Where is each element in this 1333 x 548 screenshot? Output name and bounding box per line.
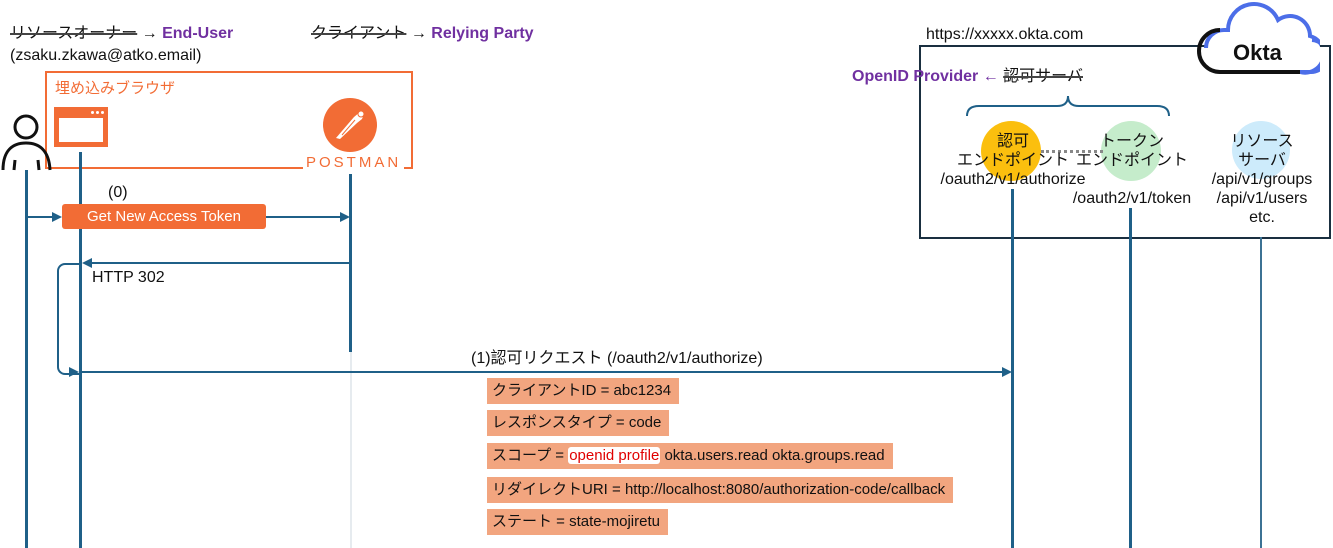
param-key: レスポンスタイプ (492, 414, 612, 431)
postman-label: POSTMAN (303, 154, 405, 172)
client-old-label: クライアント (311, 25, 407, 42)
end-user-title: リソースオーナー → End-User (10, 24, 233, 43)
authorize-endpoint-path: /oauth2/v1/authorize (940, 171, 1086, 188)
param-eq: = (552, 513, 570, 530)
param-scope: スコープ = openid profile okta.users.read ok… (487, 443, 893, 469)
okta-frame-top (919, 45, 1209, 47)
arrow-user-to-button (27, 216, 55, 218)
resource-server: リソース サーバ /api/v1/groups /api/v1/users et… (1198, 132, 1326, 227)
token-endpoint-lifeline (1129, 208, 1132, 548)
relying-party-label: Relying Party (431, 25, 534, 42)
user-icon (1, 114, 52, 171)
authorize-endpoint-subtitle: エンドポイント (956, 152, 1069, 169)
postman-lifeline (349, 174, 352, 352)
param-value: http://localhost:8080/authorization-code… (624, 481, 946, 498)
arrow-right: → (141, 25, 158, 42)
authorization-server-old-label: 認可サーバ (1003, 68, 1083, 85)
arrowhead-left (82, 258, 92, 268)
postman-logo-icon (323, 98, 377, 152)
param-client-id: クライアントID = abc1234 (487, 378, 680, 404)
param-eq: = (611, 414, 629, 431)
embedded-browser-label: 埋め込みブラウザ (55, 80, 176, 97)
okta-frame-top-right (1318, 45, 1329, 47)
param-eq: = (596, 382, 614, 399)
browser-window-icon (54, 107, 108, 147)
param-value: okta.users.read okta.groups.read (660, 447, 885, 464)
authorize-endpoint-circle (981, 121, 1041, 181)
resource-server-lifeline (1260, 237, 1262, 548)
param-value: state-mojiretu (569, 513, 660, 530)
openid-provider-label: OpenID Provider (852, 68, 979, 85)
resource-server-path: etc. (1249, 209, 1275, 226)
step0-label: (0) (108, 184, 128, 201)
resource-server-subtitle: サーバ (1238, 152, 1286, 169)
embedded-browser-frame (45, 71, 413, 169)
get-new-access-token-button[interactable]: Get New Access Token (62, 204, 266, 229)
arrowhead-right (340, 212, 350, 222)
brace-icon (966, 95, 1170, 117)
step1-label: (1)認可リクエスト (/oauth2/v1/authorize) (471, 350, 763, 367)
param-eq: = (551, 447, 569, 464)
param-state: ステート = state-mojiretu (487, 509, 668, 535)
resource-owner-old-label: リソースオーナー (10, 25, 138, 42)
arrow-left: ← (982, 68, 999, 85)
openid-provider-title: OpenID Provider ← 認可サーバ (852, 67, 1083, 86)
authorize-endpoint-lifeline (1011, 189, 1014, 548)
param-scope-highlight: openid profile (568, 447, 661, 464)
okta-url: https://xxxxx.okta.com (926, 26, 1084, 43)
postman-lifeline-inactive (350, 352, 352, 548)
resource-server-title: リソース (1230, 133, 1294, 150)
token-endpoint-subtitle: エンドポイント (1075, 152, 1188, 169)
arrow-right: → (410, 25, 427, 42)
resource-server-path: /api/v1/users (1216, 190, 1308, 207)
client-title: クライアント → Relying Party (311, 24, 534, 43)
resource-server-path: /api/v1/groups (1211, 171, 1313, 188)
end-user-email: (zsaku.zkawa@atko.email) (10, 47, 202, 64)
param-value: abc1234 (613, 382, 672, 399)
param-key: クライアントID (492, 382, 597, 399)
endpoint-connector (1041, 150, 1103, 153)
param-key: リダイレクトURI (492, 481, 608, 498)
param-value: code (628, 414, 662, 431)
token-endpoint-title: トークン (1099, 133, 1164, 150)
arrow-button-to-postman (266, 216, 342, 218)
authorize-endpoint: 認可 エンドポイント /oauth2/v1/authorize (930, 132, 1096, 189)
resource-server-circle (1232, 121, 1290, 179)
authorization-request-arrow (82, 371, 1004, 373)
arrowhead-right (69, 367, 79, 377)
token-endpoint-circle (1101, 121, 1161, 181)
http302-label: HTTP 302 (92, 269, 165, 286)
param-eq: = (607, 481, 625, 498)
okta-cloud-icon (1197, 2, 1320, 75)
token-endpoint-path: /oauth2/v1/token (1072, 190, 1192, 207)
arrowhead-right (1002, 367, 1012, 377)
browser-lifeline (79, 152, 82, 548)
okta-cloud-label: Okta (1233, 40, 1282, 65)
arrowhead-right (52, 212, 62, 222)
okta-tenant-frame (919, 45, 1331, 239)
param-redirect-uri: リダイレクトURI = http://localhost:8080/author… (487, 477, 954, 503)
param-key: ステート (492, 513, 553, 530)
token-endpoint: トークン エンドポイント /oauth2/v1/token (1060, 132, 1204, 208)
param-key: スコープ (492, 447, 552, 464)
redirect-loop-line (57, 263, 81, 375)
authorize-endpoint-title: 認可 (996, 133, 1029, 150)
end-user-lifeline (25, 170, 28, 548)
http302-arrow (88, 262, 350, 264)
end-user-label: End-User (162, 25, 234, 42)
param-response-type: レスポンスタイプ = code (487, 410, 670, 436)
